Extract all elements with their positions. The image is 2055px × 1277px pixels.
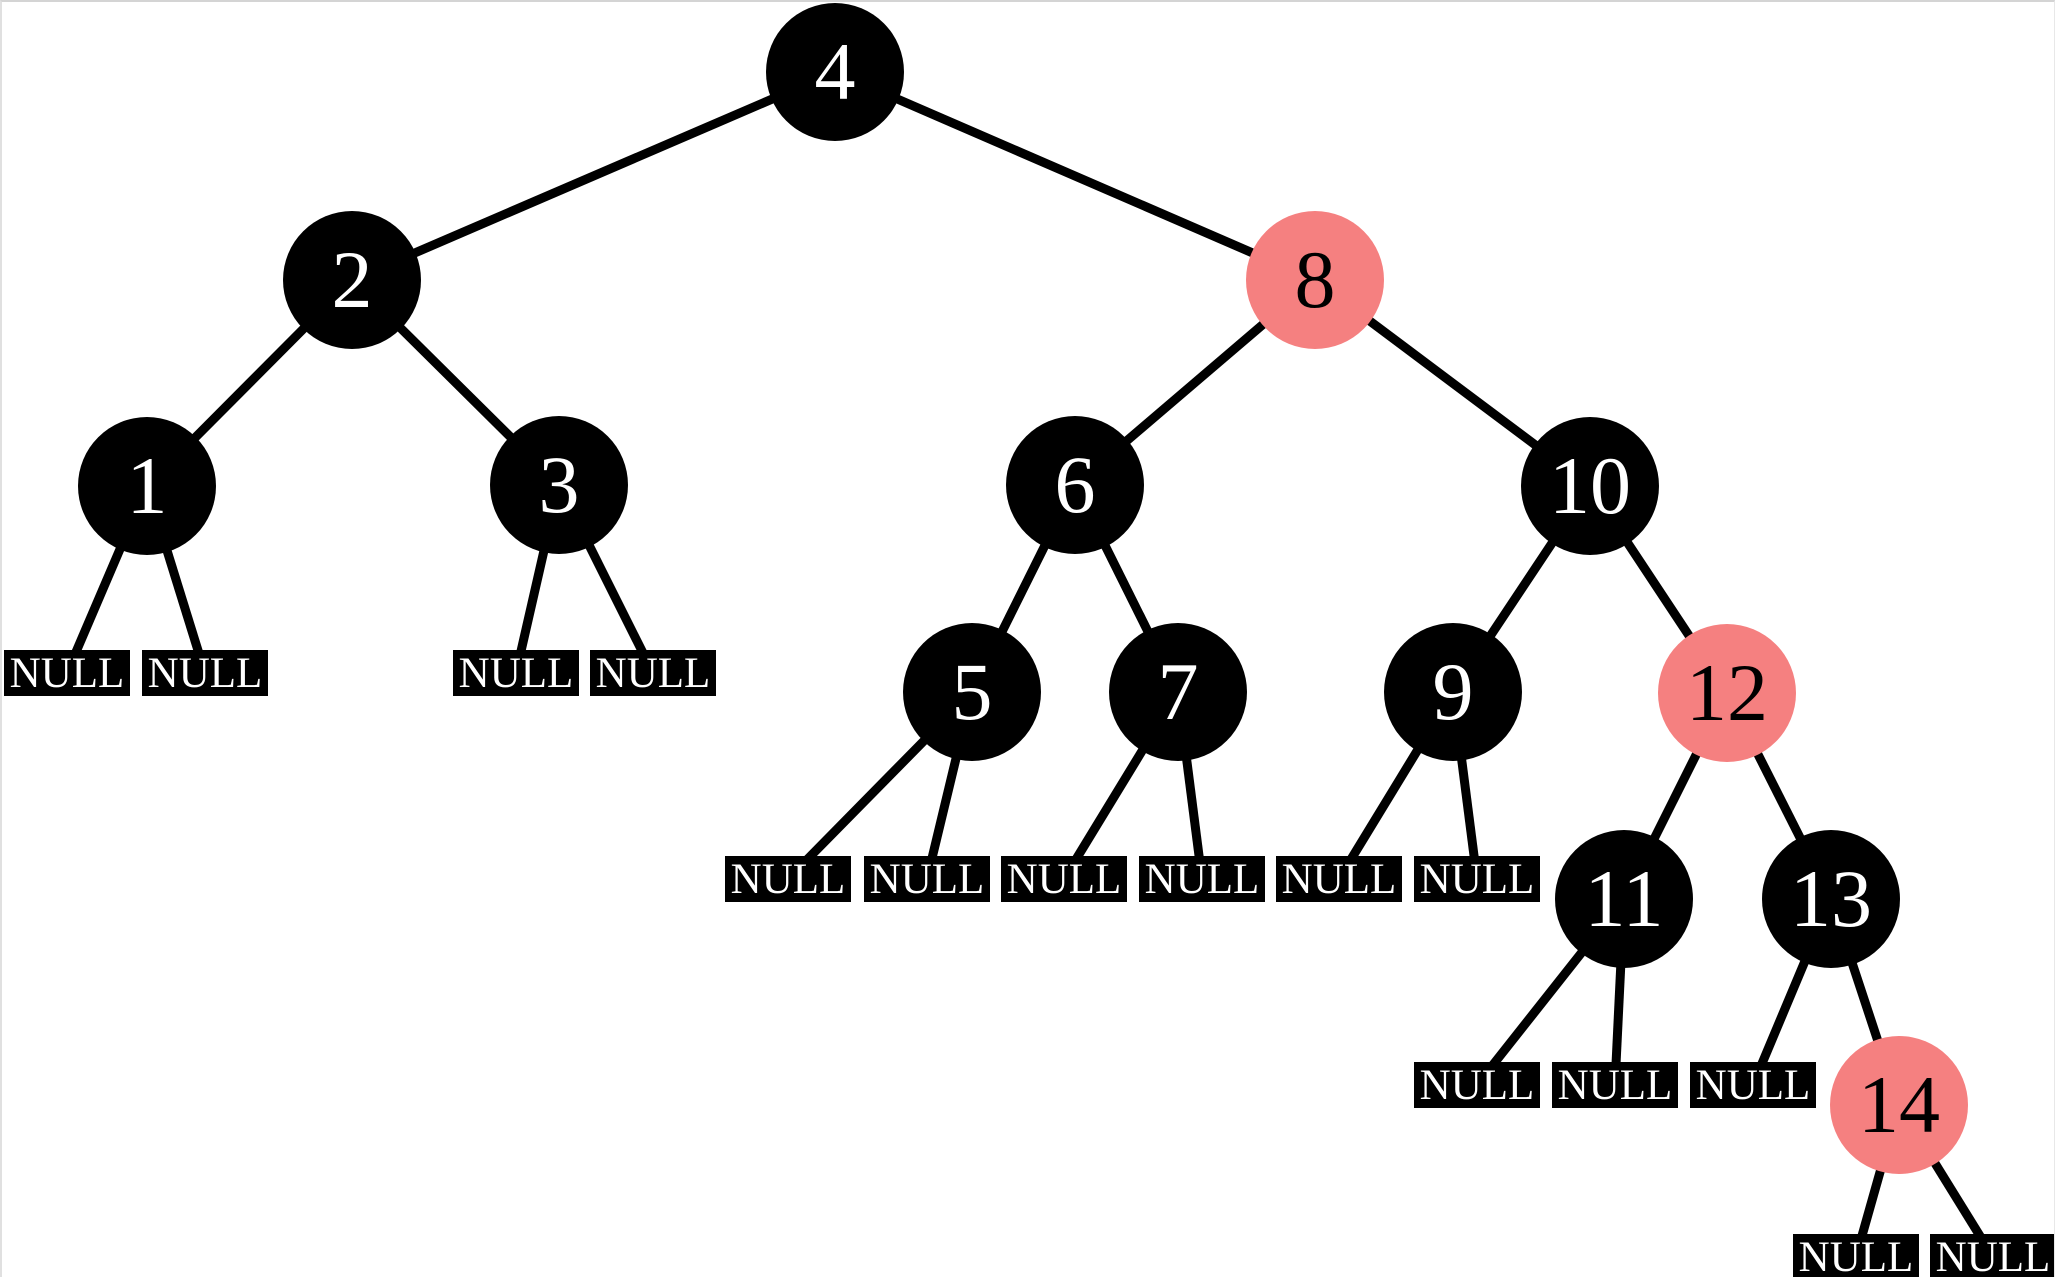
tree-node-8: 8	[1246, 211, 1384, 349]
tree-node-3: 3	[490, 416, 628, 554]
node-label: 3	[538, 439, 580, 530]
tree-node-13: 13	[1762, 830, 1900, 968]
null-leaf-label: NULL	[1281, 855, 1397, 903]
null-leaf-label: NULL	[1798, 1233, 1914, 1277]
null-leaf-n8: NULL	[1139, 856, 1265, 902]
node-label: 8	[1294, 234, 1336, 325]
null-leaf-label: NULL	[458, 649, 574, 697]
null-leaf-label: NULL	[1006, 855, 1122, 903]
edge-4-8	[833, 67, 1317, 285]
null-leaf-label: NULL	[1419, 1061, 1535, 1109]
node-label: 10	[1549, 440, 1631, 531]
node-label: 7	[1157, 646, 1199, 737]
null-leaf-label: NULL	[595, 649, 711, 697]
node-label: 2	[331, 234, 373, 325]
null-leaf-label: NULL	[1695, 1061, 1811, 1109]
null-leaf-n9: NULL	[1276, 856, 1402, 902]
null-leaf-label: NULL	[1557, 1061, 1673, 1109]
node-label: 5	[951, 646, 993, 737]
node-label: 6	[1054, 439, 1096, 530]
tree-node-12: 12	[1658, 624, 1796, 762]
null-leaf-label: NULL	[1419, 855, 1535, 903]
tree-node-10: 10	[1521, 417, 1659, 555]
null-leaf-n6: NULL	[864, 856, 990, 902]
null-leaf-n2: NULL	[142, 650, 268, 696]
tree-node-7: 7	[1109, 623, 1247, 761]
null-leaf-label: NULL	[9, 649, 125, 697]
null-leaf-n3: NULL	[453, 650, 579, 696]
node-label: 14	[1858, 1059, 1940, 1150]
tree-node-6: 6	[1006, 416, 1144, 554]
null-leaf-n10: NULL	[1414, 856, 1540, 902]
null-leaf-label: NULL	[1935, 1233, 2051, 1277]
edge-4-2	[350, 67, 837, 285]
null-leaf-label: NULL	[869, 855, 985, 903]
node-label: 11	[1584, 853, 1664, 944]
null-leaf-n5: NULL	[725, 856, 851, 902]
node-label: 4	[814, 26, 856, 117]
tree-node-1: 1	[78, 417, 216, 555]
node-label: 13	[1790, 853, 1872, 944]
null-leaf-label: NULL	[1144, 855, 1260, 903]
tree-node-14: 14	[1830, 1036, 1968, 1174]
null-leaf-n14: NULL	[1793, 1234, 1919, 1277]
node-label: 12	[1686, 647, 1768, 738]
node-label: 9	[1432, 646, 1474, 737]
null-leaf-n4: NULL	[590, 650, 716, 696]
node-label: 1	[126, 440, 168, 531]
null-leaf-n13: NULL	[1690, 1062, 1816, 1108]
null-leaf-label: NULL	[147, 649, 263, 697]
tree-node-9: 9	[1384, 623, 1522, 761]
tree-node-11: 11	[1555, 830, 1693, 968]
null-leaf-label: NULL	[730, 855, 846, 903]
null-leaf-n1: NULL	[4, 650, 130, 696]
tree-node-2: 2	[283, 211, 421, 349]
tree-node-5: 5	[903, 623, 1041, 761]
null-leaf-n12: NULL	[1552, 1062, 1678, 1108]
null-leaf-n11: NULL	[1414, 1062, 1540, 1108]
null-leaf-n15: NULL	[1930, 1233, 2054, 1277]
null-leaf-n7: NULL	[1001, 856, 1127, 902]
tree-node-4: 4	[766, 3, 904, 141]
